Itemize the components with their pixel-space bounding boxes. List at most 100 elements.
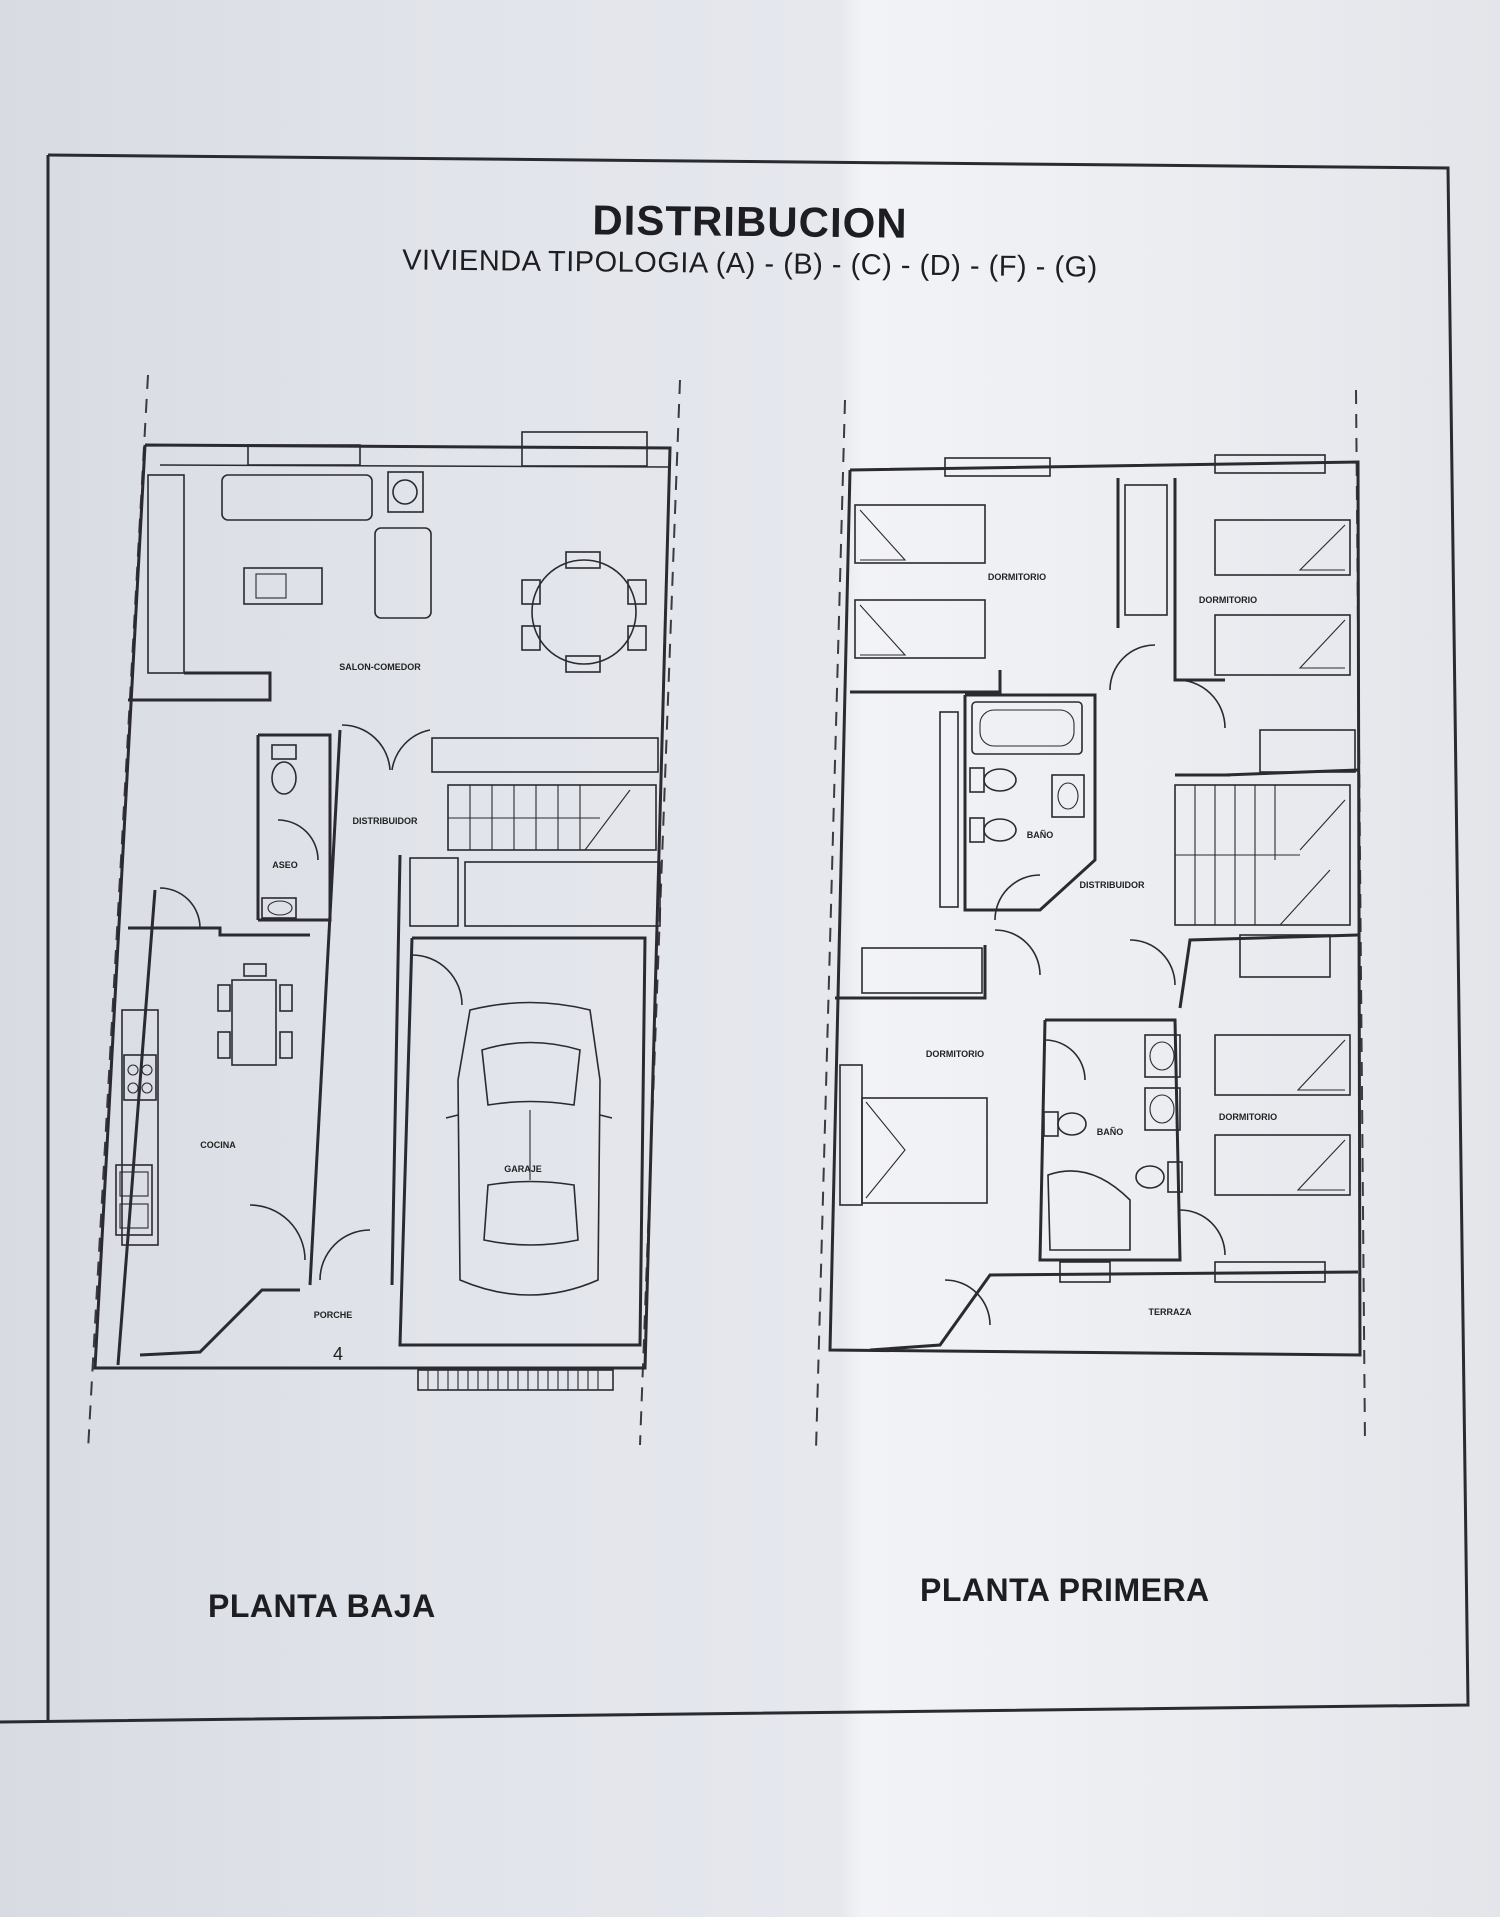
corner-bathtub <box>1047 1170 1131 1251</box>
plan-label-ground: PLANTA BAJA <box>208 1588 436 1624</box>
bidet-tank <box>1043 1111 1059 1137</box>
sink <box>1144 1087 1181 1131</box>
bathtub-basin <box>979 709 1075 747</box>
bedside <box>839 1064 863 1206</box>
door-swing <box>319 1229 371 1281</box>
sink-basin <box>1057 782 1079 810</box>
room-label-salon: SALON-COMEDOR <box>339 662 421 672</box>
door-swing <box>994 929 1041 976</box>
room-label-dormitorio-2: DORMITORIO <box>1199 595 1257 605</box>
door-swing <box>1179 1209 1226 1256</box>
bed-sheet <box>1298 619 1346 669</box>
bed-sheet <box>865 1101 906 1199</box>
burner <box>127 1064 139 1076</box>
sink-basin <box>1149 1094 1175 1124</box>
chair <box>521 625 541 651</box>
window <box>247 444 361 466</box>
chair <box>279 1031 293 1059</box>
door-swing <box>1174 679 1226 729</box>
garaje-wall <box>398 936 647 1347</box>
first-outer-wall <box>828 460 1362 1357</box>
aseo-wall <box>258 733 332 922</box>
dining-table <box>531 559 637 665</box>
bed <box>1214 519 1351 576</box>
room-label-dormitorio-3: DORMITORIO <box>926 1049 984 1059</box>
sink-basin <box>1149 1041 1175 1071</box>
toilet-tank <box>1167 1161 1183 1193</box>
storage-closet <box>409 857 459 927</box>
door-swing <box>249 1204 306 1261</box>
door-swing <box>411 954 463 1006</box>
burner <box>141 1082 153 1094</box>
bed-sheet <box>1296 1139 1346 1191</box>
door-swing <box>277 819 319 861</box>
armchair <box>387 471 424 513</box>
car-outline <box>445 1001 613 1296</box>
chair <box>217 984 231 1012</box>
grille-bars <box>427 1370 599 1390</box>
sofa <box>374 527 432 619</box>
room-label-distribuidor-1: DISTRIBUIDOR <box>1080 880 1146 890</box>
door-swing <box>391 729 431 771</box>
door-swing <box>1129 939 1176 986</box>
bed <box>854 599 986 659</box>
toilet <box>1135 1165 1165 1189</box>
door-swing <box>944 1279 991 1326</box>
room-label-terraza: TERRAZA <box>1149 1307 1192 1317</box>
bed <box>1214 614 1351 676</box>
toilet-tank <box>271 744 297 760</box>
bidet-tank <box>969 767 985 793</box>
wall <box>835 945 987 1000</box>
level-marker: 4 <box>333 1344 343 1364</box>
lamp <box>392 479 418 505</box>
bidet <box>983 768 1017 792</box>
toilet <box>271 761 297 795</box>
bathtub <box>971 701 1083 755</box>
coffee-table <box>243 567 323 605</box>
door-swing <box>159 887 201 929</box>
room-label-garaje: GARAJE <box>504 1164 542 1174</box>
sink-basin <box>267 900 293 916</box>
sink-basin <box>119 1203 149 1229</box>
storage-area <box>464 861 661 927</box>
toilet-tank <box>969 817 985 843</box>
wall-cabinet <box>147 474 185 674</box>
wardrobe <box>1124 484 1168 616</box>
chair <box>565 655 601 673</box>
bed-sheet <box>859 509 907 561</box>
sink <box>1051 774 1085 818</box>
chair <box>627 625 647 651</box>
bano-wall <box>963 693 1097 912</box>
bed-sheet <box>859 604 907 656</box>
stair-steps <box>448 785 631 851</box>
kitchen-counter <box>121 1009 159 1246</box>
bed <box>1214 1034 1351 1096</box>
bed-sheet <box>1296 1039 1346 1091</box>
door-swing <box>341 724 391 771</box>
chair <box>521 579 541 605</box>
corridor-wall <box>390 854 402 1286</box>
sink-basin <box>119 1171 149 1197</box>
sheet-frame <box>0 153 1470 1724</box>
room-label-bano-2: BAÑO <box>1097 1127 1124 1137</box>
bed <box>854 504 986 564</box>
wall <box>1173 478 1225 682</box>
porche-wall <box>139 1288 300 1357</box>
room-label-cocina: COCINA <box>200 1140 236 1150</box>
chair <box>243 963 267 977</box>
wardrobe <box>861 947 983 994</box>
toilet <box>983 818 1017 842</box>
bano-wall <box>1038 1018 1182 1262</box>
window <box>1214 454 1326 474</box>
stair-steps <box>1175 785 1346 926</box>
chair <box>565 551 601 569</box>
wardrobe <box>1259 729 1356 773</box>
window <box>1214 1261 1326 1283</box>
plan-label-first: PLANTA PRIMERA <box>920 1572 1210 1608</box>
door-swing <box>1044 1039 1086 1081</box>
window <box>944 457 1051 477</box>
room-label-distribuidor: DISTRIBUIDOR <box>353 816 419 826</box>
first-floor-plan: DORMITORIO DORMITORIO BAÑO <box>828 389 1366 1446</box>
wall <box>1178 933 1359 1009</box>
